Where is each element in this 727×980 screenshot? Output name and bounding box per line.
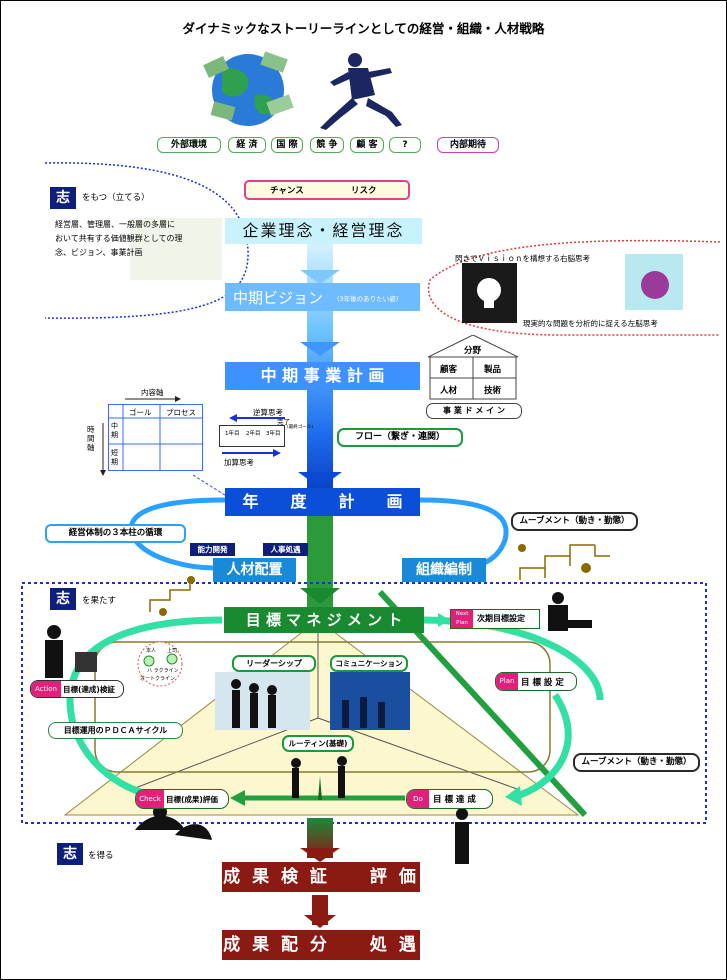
year-2: 2年目: [246, 431, 261, 437]
risk-label: リスク: [351, 186, 377, 196]
kokorozashi-desc-1: 経営層、管理層、一般層の多層に: [55, 220, 175, 229]
left-brain-text: 現実的な問題を分析的に捉える左脳思考: [523, 319, 658, 328]
face-line2: オートクライン: [140, 676, 176, 682]
kokorozashi-desc-2: おいて共有する価値観群としての理念、ビジョン、事業計画: [55, 234, 183, 257]
face-boss: 上司: [167, 648, 178, 654]
next-plan-label: 次期目標設定: [477, 614, 525, 623]
chip-international: 国 際: [271, 137, 303, 153]
vision-label: 中期ビジョン: [233, 289, 324, 307]
kokorozashi-mark-fulfill: 志: [50, 588, 76, 610]
next-plan-badge: Next Plan: [451, 610, 473, 628]
plan-label: 目 標 設 定: [521, 678, 564, 688]
next-badge-line2: Plan: [456, 620, 468, 626]
midterm-business-plan: 中 期 事 業 計 画: [225, 362, 420, 390]
domain-head: 分野: [464, 346, 482, 356]
kokorozashi-mark: 志: [50, 187, 76, 209]
reverse-thinking-label: 逆算思考: [253, 408, 283, 417]
goal-process-matrix: ゴール プロセス 中期 短期: [108, 404, 203, 471]
chance-label: チャンス: [270, 186, 304, 196]
plan-box: Plan 目 標 設 定: [495, 672, 577, 691]
matrix-col-process: プロセス: [166, 408, 196, 417]
result-distribution: 成 果 配 分 処 遇: [222, 930, 420, 960]
result-verification: 成 果 検 証 評 価: [222, 862, 420, 892]
check-label: 目標(成果)評価: [166, 795, 218, 804]
kokorozashi-fulfill: を果たす: [82, 596, 117, 606]
leadership-box: リーダーシップ: [232, 655, 316, 672]
personnel-placement: 人材配置: [213, 558, 296, 582]
action-box: Action 目標(達成)検証: [30, 680, 124, 698]
chip-competition: 競 争: [310, 137, 344, 153]
globe-illustration: [203, 51, 294, 126]
midterm-vision: 中期ビジョン (3年後のありたい姿): [225, 283, 420, 311]
face-line: ハ ラクライン: [147, 668, 179, 674]
kokorozashi-mark-obtain: 志: [57, 843, 83, 865]
page-title: ダイナミックなストーリーラインとしての経営・組織・人材戦略: [182, 21, 545, 36]
routine-box: ルーティン(基礎): [282, 735, 354, 752]
personnel-treatment: 人事処遇: [263, 543, 308, 556]
domain-cell-people: 人材: [440, 386, 458, 396]
annual-plan: 年 度 計 画: [225, 488, 420, 516]
content-axis-label: 内容軸: [141, 388, 164, 397]
action-label: 目標(達成)検証: [63, 685, 115, 694]
right-brain-text: 閃きでＶｉｓｉｏｎを構想する右脳思考: [455, 254, 590, 263]
matrix-col-goal: ゴール: [129, 408, 152, 417]
domain-cell-customer: 顧客: [440, 365, 458, 375]
time-axis-label: 時間軸: [87, 425, 95, 452]
chip-economy: 経 済: [228, 137, 266, 153]
chance-risk-box: チャンス リスク: [244, 180, 410, 200]
next-badge-line1: Next: [455, 611, 469, 617]
domain-cell-technology: 技術: [484, 386, 502, 396]
timeline-years: 1年目 2年目 3年目: [219, 425, 285, 447]
movement-upper: ムーブメント（動き・勤懲）: [511, 512, 638, 531]
chip-customer: 顧 客: [350, 137, 384, 153]
face-self: 本人: [146, 648, 157, 654]
chip-external-env: 外部環境: [157, 137, 221, 153]
add-thinking-label: 加算思考: [224, 458, 254, 467]
matrix-row-short: 短期: [111, 449, 118, 466]
year-3: 3年目: [266, 431, 281, 437]
domain-cell-product: 製品: [484, 365, 502, 375]
capability-development: 能力開発: [190, 543, 235, 556]
do-badge: Do: [407, 790, 429, 808]
final-goal-label: (最終ゴール): [287, 425, 314, 430]
vision-note: (3年後のありたい姿): [337, 295, 399, 303]
running-man-illustration: [320, 53, 402, 130]
movement-lower: ムーブメント（動き・勤懲）: [573, 753, 700, 772]
done-label: 完了: [277, 418, 290, 426]
corporate-philosophy: 企業理念・経営理念: [225, 218, 422, 244]
three-pillars-cycle: 経営体制の３本柱の循環: [45, 524, 186, 543]
next-plan-box: Next Plan 次期目標設定: [450, 609, 540, 629]
matrix-row-mid: 中期: [111, 422, 118, 439]
domain-footer: 事 業 ド メ イ ン: [426, 403, 522, 419]
dashed-frame: [21, 582, 707, 824]
action-badge: Action: [31, 681, 61, 697]
organization-structure: 組織編制: [402, 558, 486, 582]
communication-box: コミュニケーション: [330, 655, 408, 672]
check-box: Check 目標(成果)評価: [135, 789, 229, 809]
kokorozashi-hold: をもつ（立てる）: [82, 193, 150, 203]
kokorozashi-obtain: を得る: [88, 851, 114, 861]
business-domain: 分野 顧客 製品 人材 技術 事 業 ド メ イ ン: [426, 335, 522, 419]
do-label: 目 標 達 成: [433, 795, 476, 805]
plan-badge: Plan: [496, 673, 518, 690]
check-badge: Check: [136, 790, 164, 808]
chip-internal-expectation: 内部期待: [437, 137, 499, 153]
pdca-cycle-label: 目標運用のＰＤＣＡサイクル: [48, 722, 183, 739]
year-1: 1年目: [225, 431, 240, 437]
objective-management: 目 標 マ ネ ジ メ ン ト: [224, 607, 424, 633]
do-box: Do 目 標 達 成: [406, 789, 493, 809]
flow-box: フロー（繋ぎ・連関）: [337, 428, 463, 447]
chip-question: ?: [389, 137, 421, 153]
